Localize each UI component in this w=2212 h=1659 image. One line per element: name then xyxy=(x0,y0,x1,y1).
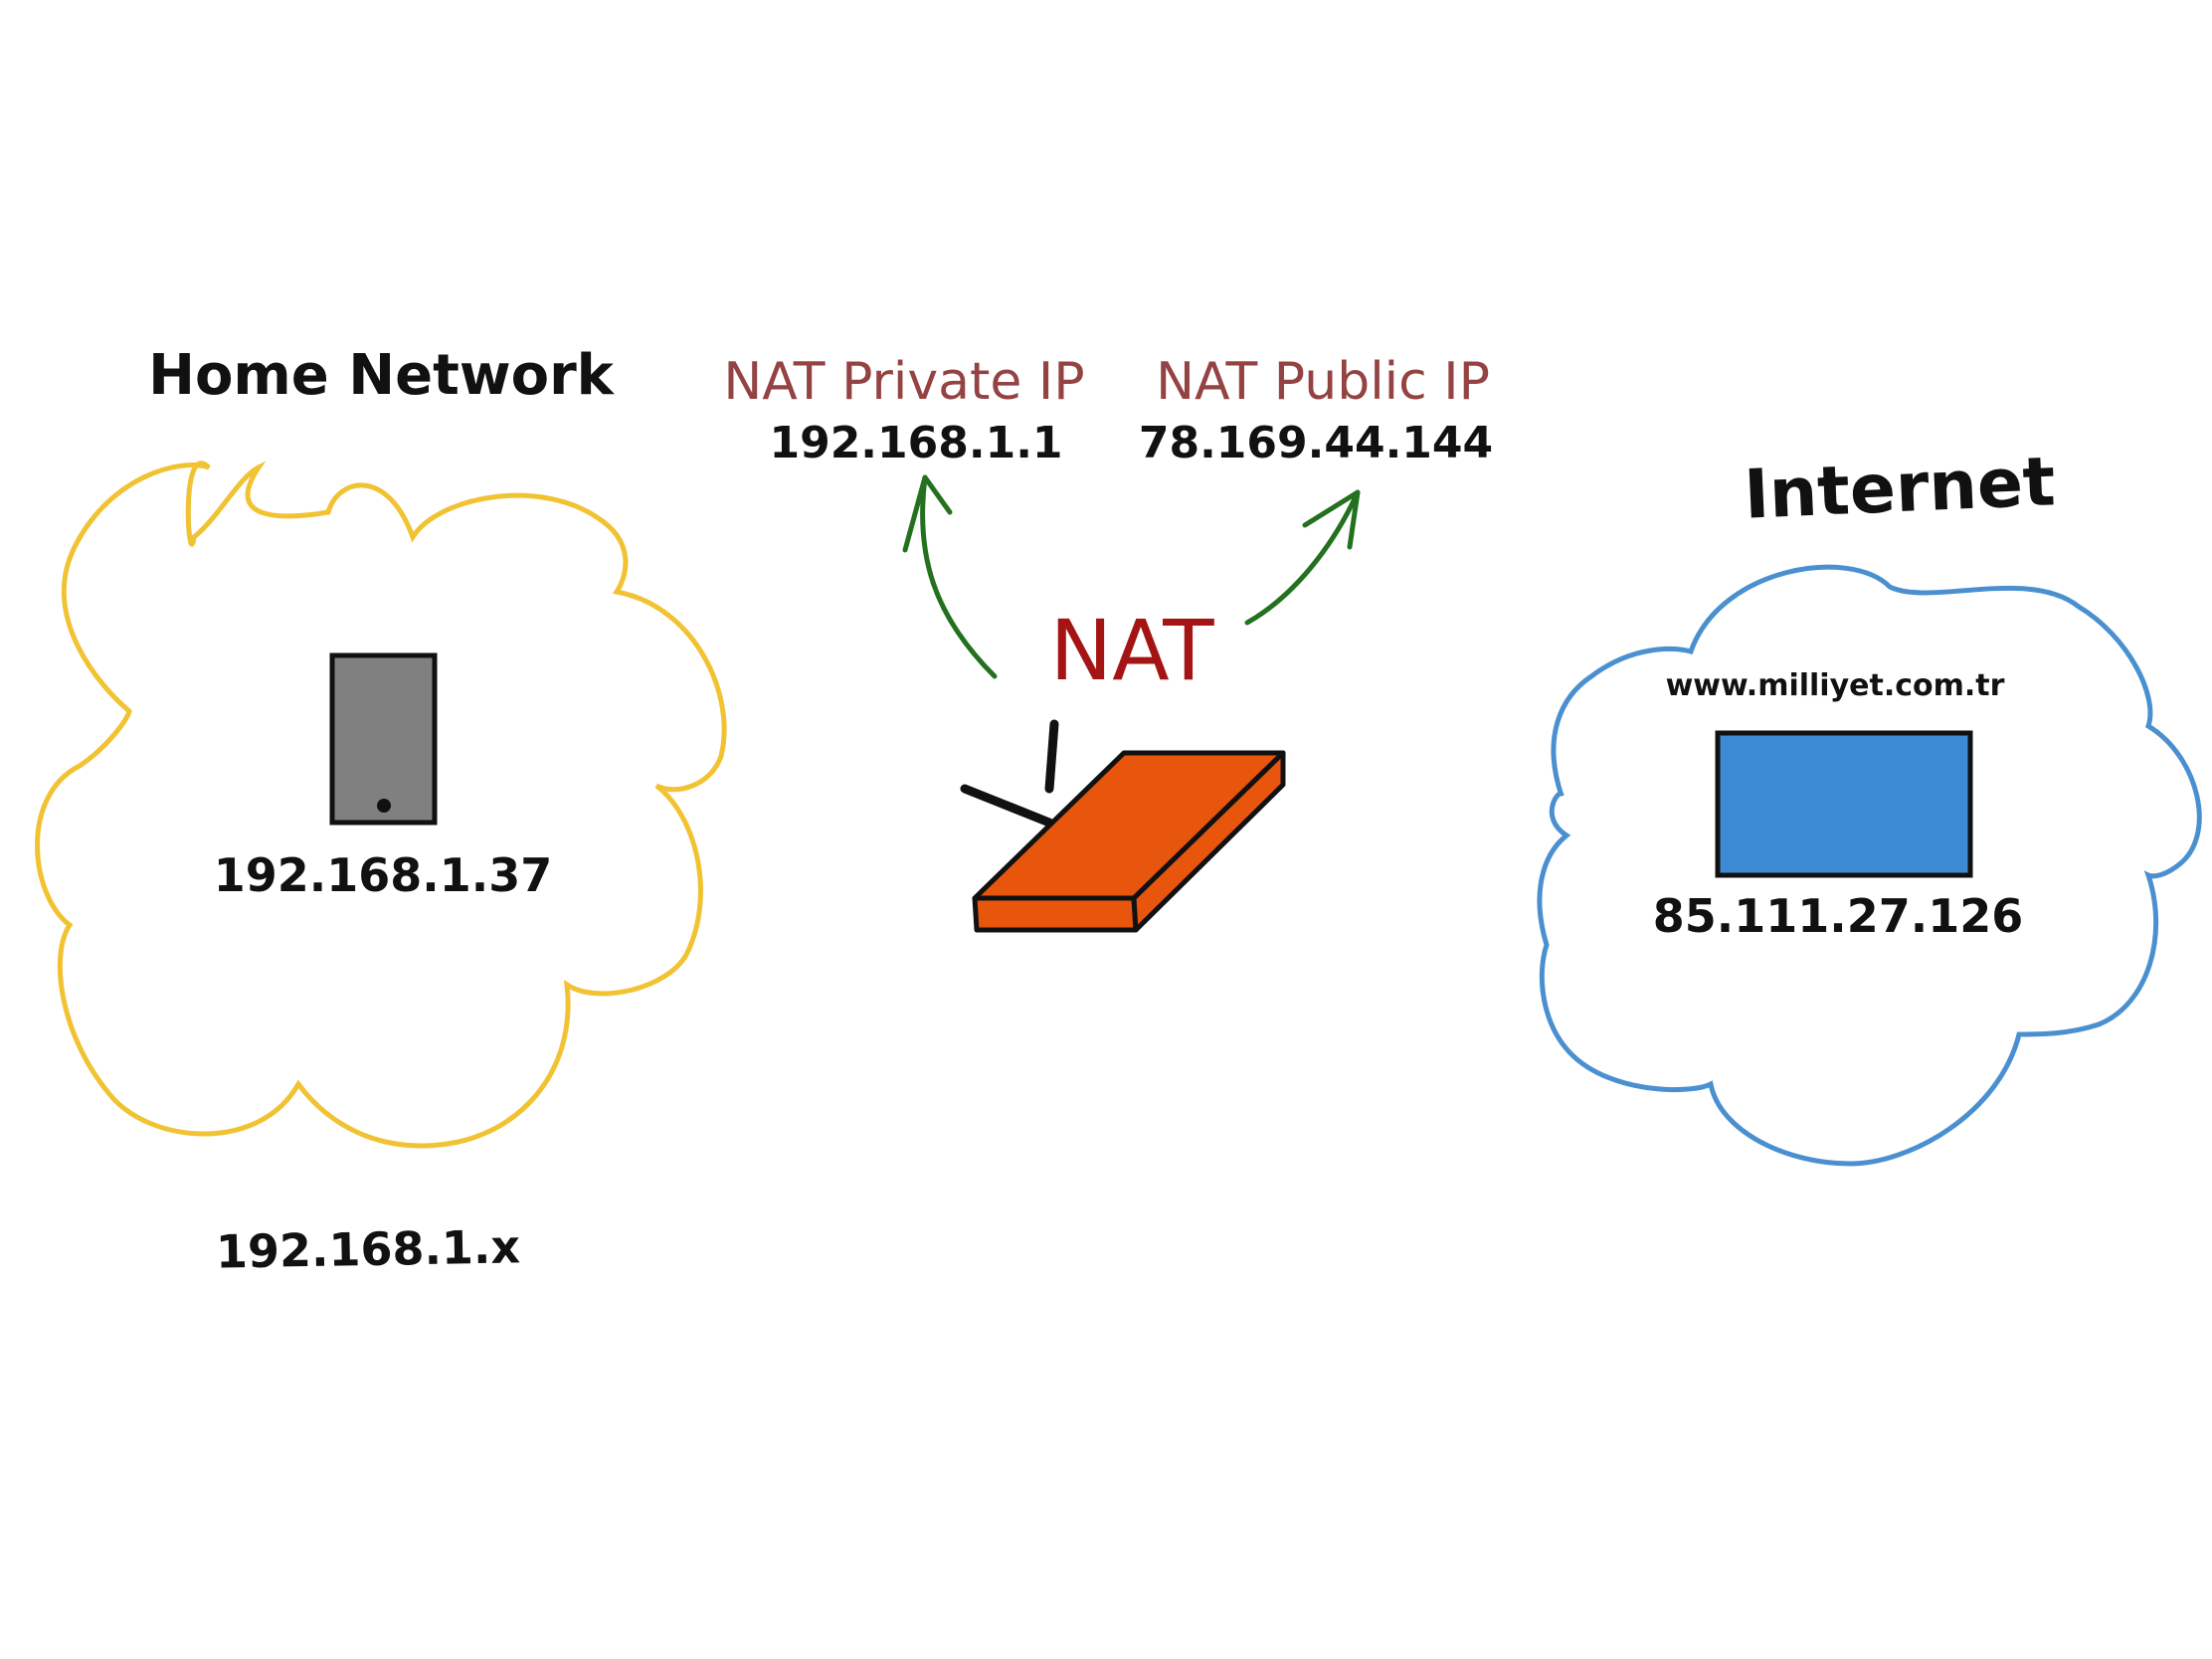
arrow-to-public-ip xyxy=(1244,489,1361,626)
home-subnet-label: 192.168.1.x xyxy=(215,1219,521,1279)
smartphone-icon xyxy=(329,652,438,826)
device-ip-label: 192.168.1.37 xyxy=(213,848,553,902)
nat-public-ip-heading: NAT Public IP xyxy=(1156,352,1490,412)
arrow-to-public-ip-head xyxy=(1302,489,1361,550)
arrow-to-private-ip xyxy=(920,474,998,679)
nat-private-ip-value: 192.168.1.1 xyxy=(769,418,1063,468)
nat-private-ip-heading: NAT Private IP xyxy=(723,352,1085,412)
internet-title: Internet xyxy=(1742,443,2058,535)
arrow-to-private-ip-head xyxy=(902,474,953,553)
server-ip-label: 85.111.27.126 xyxy=(1652,889,2024,943)
home-network-title: Home Network xyxy=(148,343,614,408)
internet-cloud xyxy=(1537,564,2202,1167)
router-icon xyxy=(960,719,1286,933)
nat-public-ip-value: 78.169.44.144 xyxy=(1138,418,1494,468)
home-network-cloud xyxy=(35,461,727,1149)
server-domain-label: www.milliyet.com.tr xyxy=(1665,668,2005,703)
nat-title: NAT xyxy=(1049,602,1214,699)
server-icon xyxy=(1715,730,1973,878)
